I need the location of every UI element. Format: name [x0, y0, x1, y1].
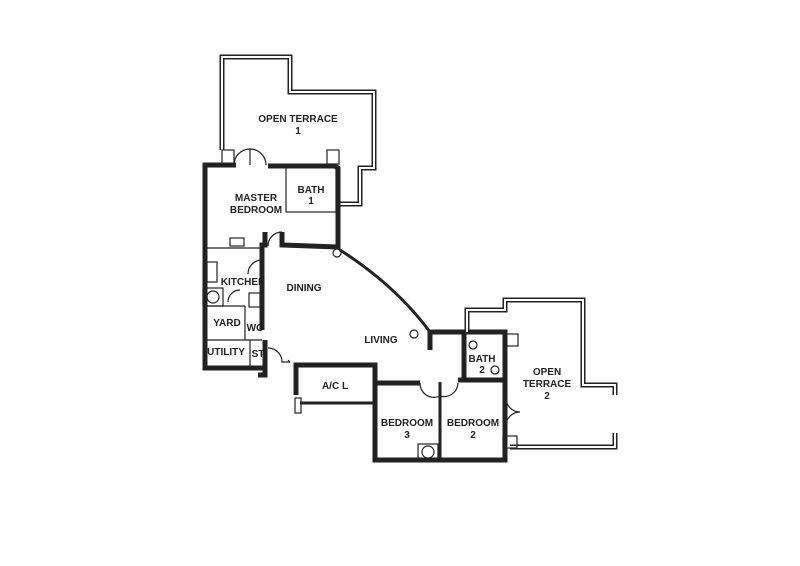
label-ac-ledge: A/C L: [322, 381, 348, 392]
label-living: LIVING: [364, 335, 398, 346]
walls: [202, 54, 618, 463]
curved-wall: [339, 248, 432, 333]
service-block-wall: [202, 240, 268, 371]
label-utility: UTILITY: [207, 347, 245, 358]
bath-2-wall: [461, 329, 508, 383]
label-store: ST: [252, 349, 265, 360]
label-dining: DINING: [287, 283, 322, 294]
label-kitchen: KITCHEN: [221, 277, 265, 288]
label-yard: YARD: [213, 318, 240, 329]
label-wc: WC: [247, 323, 264, 334]
master-bedroom-wall: [202, 162, 236, 240]
